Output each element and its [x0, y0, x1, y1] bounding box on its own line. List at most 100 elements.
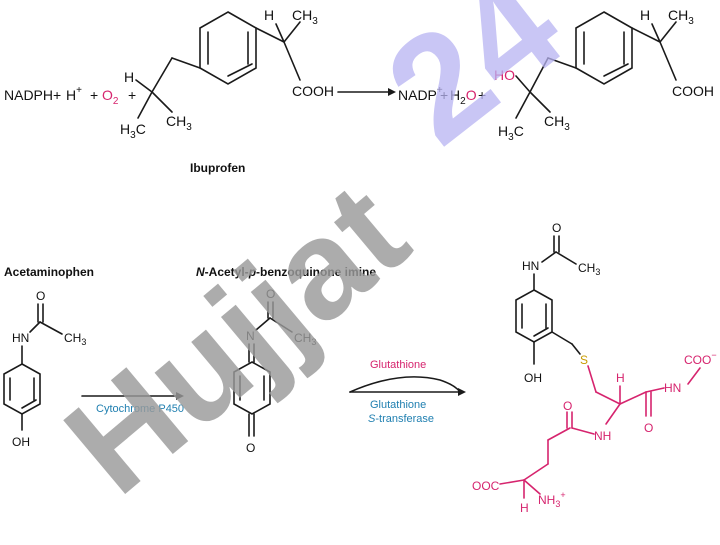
- oxygen-label: O: [563, 399, 572, 413]
- proton-label: H+: [66, 85, 82, 103]
- methyl-label: CH3: [578, 261, 600, 277]
- acetaminophen-structure: Acetaminophen O HN CH3 OH: [3, 265, 94, 449]
- hydrogen-label: H: [264, 7, 274, 23]
- amide-nh-label: HN: [664, 381, 681, 395]
- bond: [137, 91, 153, 119]
- reaction1-reactants: NADPH + H+ + O2 +: [4, 85, 136, 107]
- carboxyl-label: COOH: [292, 83, 334, 99]
- methyl-label: CH3: [292, 7, 318, 27]
- napqi-name: N-Acetyl-p-benzoquinone imine: [196, 265, 376, 279]
- napqi-structure: N-Acetyl-p-benzoquinone imine O N CH3 O: [196, 265, 376, 455]
- oxygen-label: O: [246, 441, 255, 455]
- methyl-label: H3C: [498, 123, 524, 143]
- bond: [587, 365, 597, 393]
- bond: [659, 41, 677, 81]
- reaction1-arrow: [337, 88, 396, 96]
- bond: [523, 479, 541, 495]
- carboxylate-label: OOC: [472, 479, 500, 493]
- ibuprofen-name: Ibuprofen: [190, 161, 245, 175]
- methyl-label: CH3: [668, 7, 694, 27]
- double-bond: [603, 63, 629, 77]
- bond: [135, 79, 153, 93]
- bond: [631, 27, 661, 43]
- bond: [283, 21, 301, 43]
- plus-sign: +: [90, 87, 98, 103]
- bond: [555, 251, 577, 265]
- plus-sign: +: [440, 87, 448, 103]
- hydroxyibuprofen-structure: H CH3 HO H3C CH3 COOH: [494, 7, 714, 143]
- amide-nh-label: HN: [522, 259, 539, 273]
- bond: [171, 57, 201, 69]
- bond: [605, 403, 621, 425]
- glutathione-conjugate-structure: O HN CH3 OH S H O HN COO− NH O: [472, 221, 717, 515]
- plus-sign: +: [53, 87, 61, 103]
- hydroxyl-label: HO: [494, 67, 515, 83]
- bond: [39, 321, 63, 335]
- oxygen-label: O2: [102, 87, 119, 107]
- oxygen-label: O: [36, 289, 45, 303]
- methyl-label: H3C: [120, 121, 146, 141]
- bond: [29, 321, 41, 333]
- bond: [571, 427, 595, 435]
- amide-nh-label: HN: [12, 331, 29, 345]
- ibuprofen-structure: H CH3 H H3C CH3 COOH Ibuprofen: [120, 7, 334, 175]
- quinone-ring: [233, 361, 271, 415]
- double-bond: [21, 399, 37, 409]
- glutathione-cofactor-label: Glutathione: [370, 359, 426, 371]
- oxygen-label: O: [644, 421, 653, 435]
- hydrogen-label: H: [520, 501, 529, 515]
- water-label: H2O: [450, 87, 477, 107]
- gst-label-line2: S-transferase: [368, 413, 434, 425]
- nadp-label: NADP+: [398, 85, 443, 103]
- bond: [595, 391, 621, 405]
- ammonium-label: NH3+: [538, 490, 566, 509]
- bond: [619, 391, 647, 405]
- plus-sign: +: [128, 87, 136, 103]
- oxygen-label: O: [266, 287, 275, 301]
- bond: [551, 331, 573, 345]
- hydroxyl-label: OH: [524, 371, 542, 385]
- acetaminophen-name: Acetaminophen: [4, 265, 94, 279]
- hydrogen-label: H: [640, 7, 650, 23]
- bond: [275, 23, 285, 43]
- bond: [571, 343, 581, 355]
- double-bond: [227, 63, 253, 77]
- imine-n-label: N: [246, 329, 255, 343]
- methyl-label: CH3: [294, 331, 316, 347]
- bond: [687, 367, 701, 385]
- bond: [499, 479, 525, 485]
- hydrogen-label: H: [616, 371, 625, 385]
- reaction1-products: NADP+ + H2O +: [398, 85, 486, 107]
- bond: [515, 91, 531, 119]
- sulfur-label: S: [580, 353, 588, 367]
- cytochrome-p450-label: Cytochrome P450: [96, 403, 184, 415]
- bond: [645, 387, 665, 393]
- double-bond: [533, 327, 549, 337]
- hydrogen-label: H: [124, 69, 134, 85]
- plus-sign: +: [478, 87, 486, 103]
- bond: [529, 91, 551, 113]
- bond: [659, 21, 677, 43]
- bond: [547, 57, 577, 69]
- methyl-label: CH3: [544, 113, 570, 133]
- oxygen-label: O: [552, 221, 561, 235]
- bond: [151, 57, 173, 93]
- methyl-label: CH3: [166, 113, 192, 133]
- bond: [269, 317, 293, 333]
- carboxylate-label: COO−: [684, 350, 717, 367]
- bond: [651, 23, 661, 43]
- bond: [255, 317, 271, 331]
- hydroxyl-label: OH: [12, 435, 30, 449]
- bond: [515, 75, 531, 93]
- watermark-gray-text: Hujjat: [36, 153, 435, 523]
- carboxyl-label: COOH: [672, 83, 714, 99]
- amide-nh-label: NH: [594, 429, 611, 443]
- reaction2-arrow1: Cytochrome P450: [81, 392, 184, 415]
- bond: [547, 427, 571, 441]
- bond: [255, 27, 285, 43]
- gst-label-line1: Glutathione: [370, 399, 426, 411]
- nadph-label: NADPH: [4, 87, 53, 103]
- bond: [541, 251, 557, 263]
